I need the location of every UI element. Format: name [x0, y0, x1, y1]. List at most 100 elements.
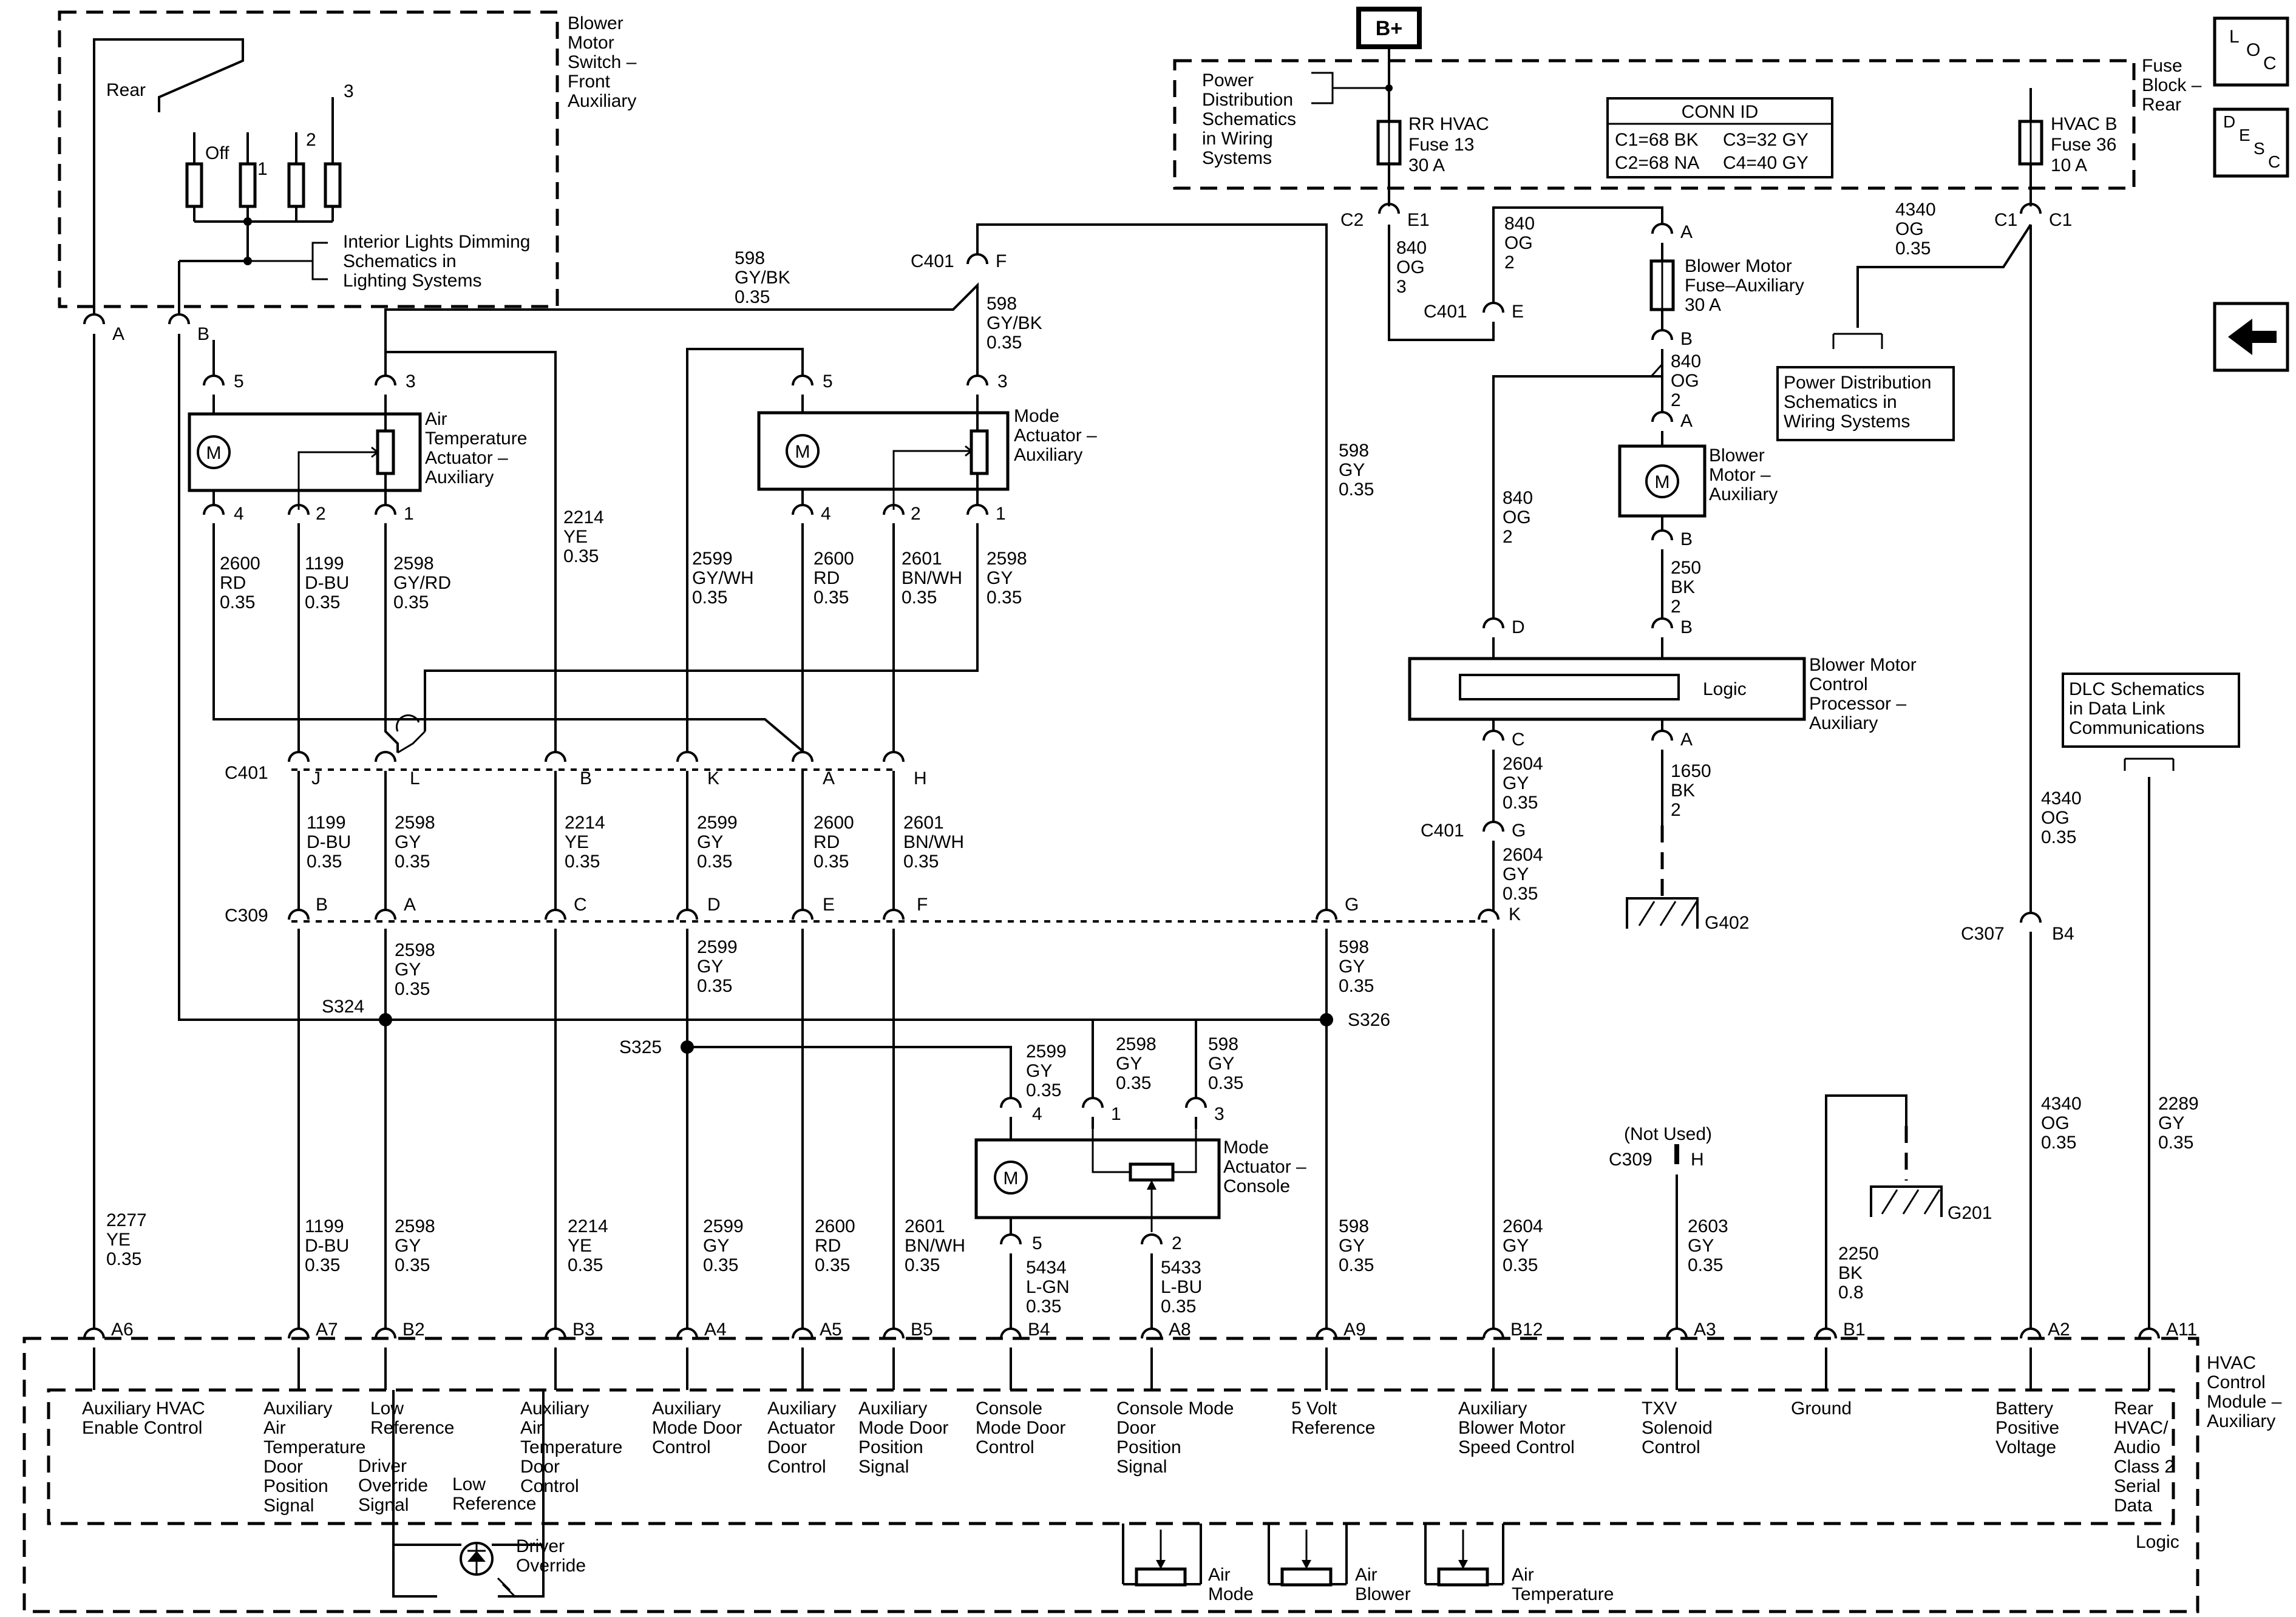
svg-text:RD: RD: [813, 568, 840, 588]
svg-text:Interior Lights Dimming: Interior Lights Dimming: [343, 232, 530, 252]
svg-text:2599: 2599: [697, 937, 738, 957]
svg-text:G: G: [1512, 821, 1526, 841]
svg-text:YE: YE: [565, 832, 589, 852]
svg-text:L-GN: L-GN: [1026, 1277, 1070, 1297]
svg-text:598: 598: [1339, 1216, 1369, 1236]
svg-text:30 A: 30 A: [1685, 295, 1721, 315]
svg-text:2604: 2604: [1503, 754, 1543, 774]
module-pin-label: Ground: [1791, 1398, 1852, 1419]
svg-text:598: 598: [1208, 1034, 1238, 1054]
svg-text:Driver: Driver: [358, 1456, 407, 1476]
svg-text:2214: 2214: [568, 1216, 608, 1236]
svg-text:Temperature: Temperature: [1512, 1584, 1614, 1604]
svg-text:D: D: [1512, 617, 1525, 637]
svg-text:Auxiliary: Auxiliary: [568, 91, 636, 111]
svg-text:Mode: Mode: [1014, 406, 1059, 426]
svg-text:GY/WH: GY/WH: [692, 568, 754, 588]
svg-text:1: 1: [257, 159, 268, 179]
svg-text:HVAC: HVAC: [2207, 1353, 2256, 1373]
svg-text:598: 598: [1339, 937, 1369, 957]
svg-text:0.35: 0.35: [307, 852, 342, 872]
ground-g201: G201: [1870, 1185, 1992, 1223]
back-arrow-button[interactable]: [2213, 302, 2289, 372]
svg-text:GY: GY: [1339, 460, 1365, 480]
svg-text:Low: Low: [452, 1474, 486, 1494]
svg-text:B: B: [1680, 617, 1693, 637]
svg-text:BN/WH: BN/WH: [902, 568, 962, 588]
module-pin-a6: [83, 1327, 105, 1339]
svg-text:C2: C2: [1340, 210, 1364, 230]
module-pin-a3: [1666, 1327, 1688, 1339]
module-pin-a11: [2138, 1327, 2160, 1339]
svg-text:3: 3: [1214, 1104, 1224, 1124]
svg-text:L: L: [2229, 27, 2240, 47]
svg-text:OG: OG: [1396, 257, 1425, 277]
svg-text:0.35: 0.35: [563, 546, 599, 566]
b-plus-label: B+: [1376, 17, 1402, 40]
svg-text:D: D: [707, 895, 721, 915]
svg-text:0.35: 0.35: [1339, 480, 1374, 500]
svg-text:4: 4: [234, 504, 244, 524]
svg-text:C1=68 BK: C1=68 BK: [1615, 130, 1699, 150]
svg-text:0.35: 0.35: [2041, 827, 2076, 847]
svg-text:Reference: Reference: [452, 1494, 536, 1514]
svg-text:GY/BK: GY/BK: [735, 268, 790, 288]
fuse-block-label: Fuse: [2142, 56, 2182, 76]
module-pin-a8: [1141, 1327, 1163, 1339]
module-pin-id: A2: [2048, 1320, 2070, 1340]
svg-text:1: 1: [1111, 1104, 1121, 1124]
svg-text:2598: 2598: [395, 1216, 435, 1236]
svg-text:O: O: [2246, 40, 2260, 60]
svg-text:2: 2: [1503, 527, 1513, 547]
svg-text:Fuse 36: Fuse 36: [2051, 135, 2116, 155]
svg-text:Blower Motor: Blower Motor: [1809, 655, 1917, 675]
svg-text:L-BU: L-BU: [1161, 1277, 1202, 1297]
svg-text:2: 2: [306, 130, 316, 150]
loc-button[interactable]: LOC: [2213, 16, 2289, 87]
svg-text:J: J: [311, 768, 321, 788]
svg-text:2598: 2598: [395, 940, 435, 960]
svg-text:2277: 2277: [106, 1210, 147, 1230]
svg-text:A: A: [823, 768, 835, 788]
svg-text:in Wiring: in Wiring: [1202, 129, 1273, 149]
svg-text:(Not Used): (Not Used): [1624, 1124, 1712, 1144]
svg-text:1650: 1650: [1671, 761, 1711, 781]
svg-text:OG: OG: [2041, 808, 2070, 828]
svg-text:840: 840: [1396, 238, 1427, 258]
svg-text:Control: Control: [2207, 1372, 2266, 1392]
svg-text:GY: GY: [697, 832, 723, 852]
svg-text:0.35: 0.35: [1026, 1080, 1061, 1100]
svg-text:OG: OG: [1671, 371, 1699, 391]
svg-text:GY/BK: GY/BK: [987, 313, 1042, 333]
module-pin-b4: [1000, 1327, 1022, 1339]
svg-text:0.35: 0.35: [1339, 1255, 1374, 1275]
svg-text:4340: 4340: [1895, 200, 1936, 220]
svg-text:2: 2: [316, 504, 326, 524]
module-pin-a4: [676, 1327, 698, 1339]
svg-text:2598: 2598: [987, 549, 1027, 569]
svg-text:C: C: [2268, 152, 2280, 171]
svg-text:Schematics in: Schematics in: [1784, 392, 1897, 412]
svg-text:Lighting Systems: Lighting Systems: [343, 271, 481, 291]
svg-text:E: E: [823, 895, 835, 915]
svg-text:Logic: Logic: [2136, 1532, 2179, 1552]
svg-text:C: C: [1512, 730, 1525, 750]
svg-text:D-BU: D-BU: [305, 1236, 349, 1256]
hvac-module-inner: [47, 1388, 2175, 1525]
svg-text:5: 5: [823, 371, 833, 392]
conn-id-box: CONN ID C1=68 BK C3=32 GY C2=68 NA C4=40…: [1606, 97, 1833, 178]
svg-text:2598: 2598: [393, 554, 434, 574]
svg-text:Air: Air: [425, 409, 447, 429]
svg-text:GY: GY: [2158, 1113, 2184, 1133]
module-pin-id: A9: [1343, 1320, 1366, 1340]
module-pin-id: A7: [316, 1320, 338, 1340]
svg-text:0.35: 0.35: [1026, 1297, 1061, 1317]
svg-text:C1: C1: [2049, 210, 2072, 230]
svg-text:0.35: 0.35: [220, 592, 255, 612]
